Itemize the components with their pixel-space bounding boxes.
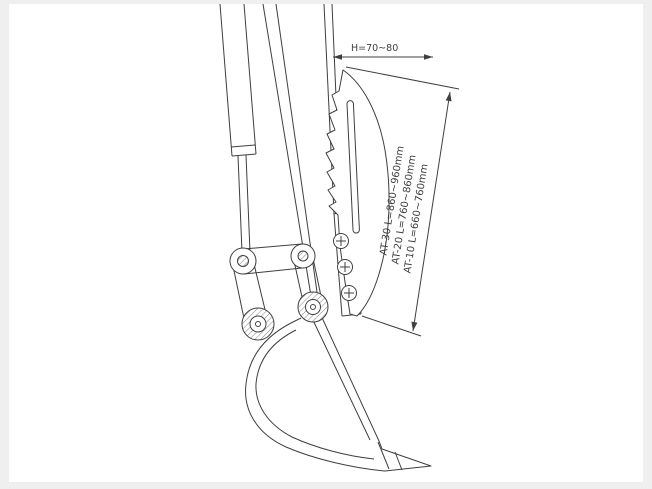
dimension-h: H=70~80 [333, 43, 433, 60]
cylinder-left-edge [219, 3, 233, 157]
extension-line-bottom [361, 315, 422, 337]
bolt-cross-icon [336, 236, 346, 246]
mounting-bolts [333, 233, 357, 301]
dimension-l-line [412, 91, 451, 332]
bucket-tooth-divider [377, 441, 390, 470]
cylinder-cap-line [231, 153, 257, 157]
bucket-linkage [229, 243, 323, 329]
link-pin-center [237, 255, 249, 267]
arrowhead-right-icon [424, 54, 433, 60]
bucket-tooth-adapter [394, 451, 403, 471]
piston-rod-right [245, 154, 251, 253]
arrowhead-bottom-icon [411, 321, 418, 331]
cylinder-gland-line [230, 144, 256, 148]
pivot-pins [241, 291, 329, 341]
dimension-h-label: H=70~80 [351, 43, 398, 54]
bolt-cross-icon [344, 288, 354, 298]
dog-bone-bottom-edge [243, 267, 303, 275]
serrated-thumb [325, 69, 390, 317]
thumb-slot [346, 100, 360, 234]
piston-rod-left [237, 155, 243, 253]
bucket-shell-inner [255, 329, 375, 460]
arrowhead-left-icon [333, 54, 342, 60]
paper-background [9, 4, 643, 482]
bolt-cross-icon [340, 262, 350, 272]
arm-front-inner-edge [275, 3, 318, 293]
bucket [245, 308, 432, 472]
arrowhead-top-icon [445, 92, 452, 102]
bucket-lip-inner [311, 317, 371, 441]
dog-bone-top-edge [243, 243, 303, 250]
cylinder-right-edge [243, 3, 257, 155]
bucket-main-pivot-center [310, 304, 316, 310]
bucket-link-pivot-center [255, 321, 261, 327]
bucket-shell-outline [245, 308, 432, 472]
hydraulic-cylinder [219, 3, 257, 253]
link-pin-center [297, 250, 309, 262]
extension-line-top [345, 66, 460, 90]
